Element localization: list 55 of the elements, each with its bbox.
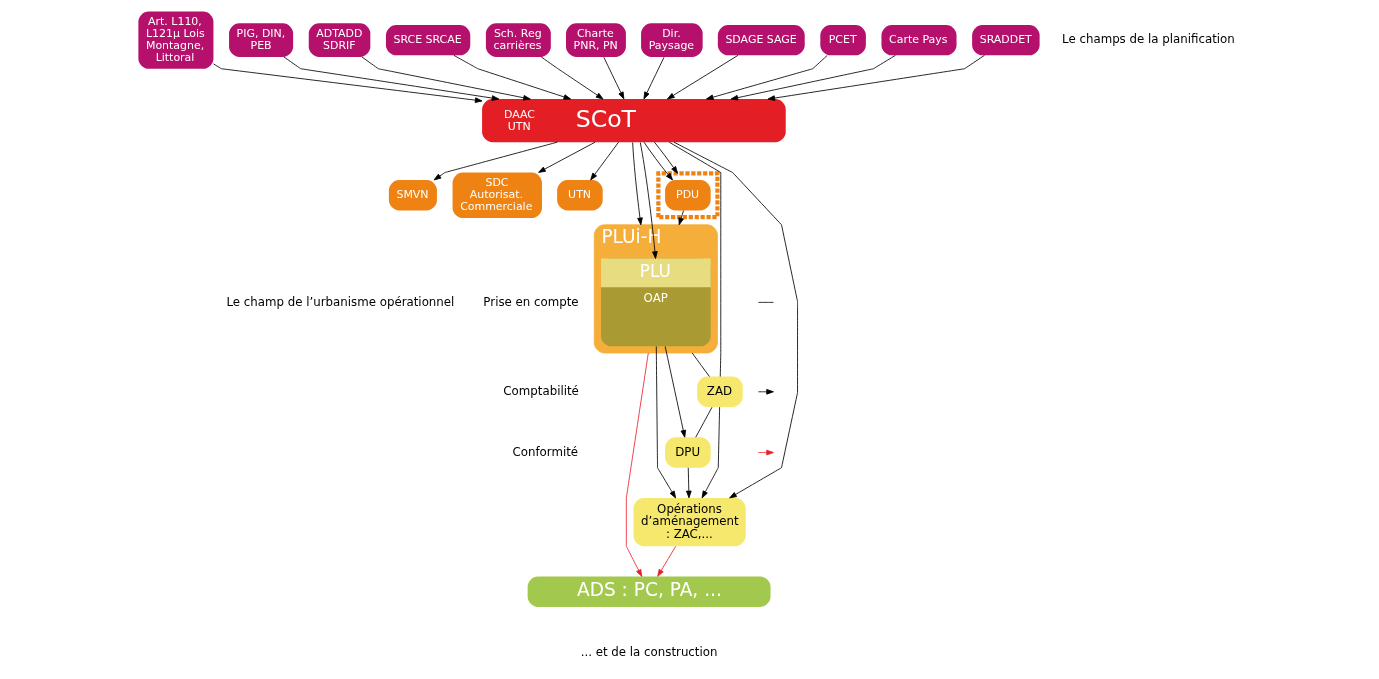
arrow	[705, 55, 828, 100]
arrow	[767, 54, 985, 101]
label: Le champ de l’urbanisme opérationnel	[225, 294, 454, 309]
node-box: PIG, DIN, PEB	[228, 23, 293, 57]
connector	[668, 141, 721, 378]
arrow	[655, 346, 676, 499]
legend-label: Comptabilité	[502, 383, 579, 398]
arrow	[283, 56, 499, 101]
arrow	[643, 141, 673, 181]
arrow	[631, 142, 643, 226]
arrow	[701, 406, 720, 499]
arrow	[589, 141, 619, 181]
legend-label: Prise en compte	[482, 294, 579, 309]
node-box: DAAC UTN SCoT	[481, 99, 786, 143]
node-box: SMVN	[388, 180, 437, 211]
arrow	[602, 56, 624, 100]
connector	[691, 352, 710, 377]
connector	[694, 406, 712, 438]
node-box: ADS : PC, PA, ...	[527, 576, 771, 607]
arrow	[537, 141, 596, 173]
node-box: SRADDET	[971, 24, 1040, 56]
arrow	[433, 141, 558, 181]
arrow	[639, 142, 658, 259]
node-box: ZAD	[696, 376, 743, 407]
label: ... et de la construction	[580, 644, 717, 659]
arrow	[685, 467, 692, 499]
node-box: SDC Autorisat. Commerciale	[452, 172, 542, 219]
node-box: Art. L110, L121µ Lois Montagne, Littoral	[137, 11, 213, 69]
node-box: Opérations d’aménagement : ZAC,...	[633, 498, 746, 547]
node-box: Sch. Reg carrières	[485, 23, 551, 57]
arrow	[656, 545, 676, 577]
arrow	[643, 56, 664, 100]
node-box: SRCE SRCAE	[385, 24, 470, 56]
legend-label: Conformité	[512, 444, 578, 459]
arrow	[360, 56, 531, 101]
arrow	[452, 54, 571, 100]
node-box: Charte PNR, PN	[565, 23, 626, 57]
node-box: UTN	[556, 180, 603, 211]
arrow	[677, 210, 684, 226]
node-box: DPU	[664, 437, 711, 468]
arrow	[625, 352, 649, 577]
label: Le champs de la planification	[1061, 32, 1235, 47]
node-box: ADTADD SDRIF	[308, 23, 370, 57]
arrow	[730, 54, 896, 101]
arrow	[540, 56, 603, 100]
arrow	[212, 63, 482, 103]
node-box: PDU	[664, 180, 711, 211]
arrow	[653, 141, 678, 174]
node-box: Dir. Paysage	[640, 23, 703, 57]
arrow	[673, 141, 798, 499]
node-box: Carte Pays	[880, 24, 957, 56]
node-box: PCET	[819, 24, 866, 56]
arrow	[664, 346, 686, 438]
arrow	[666, 54, 738, 100]
node-box: SDAGE SAGE	[717, 24, 805, 56]
